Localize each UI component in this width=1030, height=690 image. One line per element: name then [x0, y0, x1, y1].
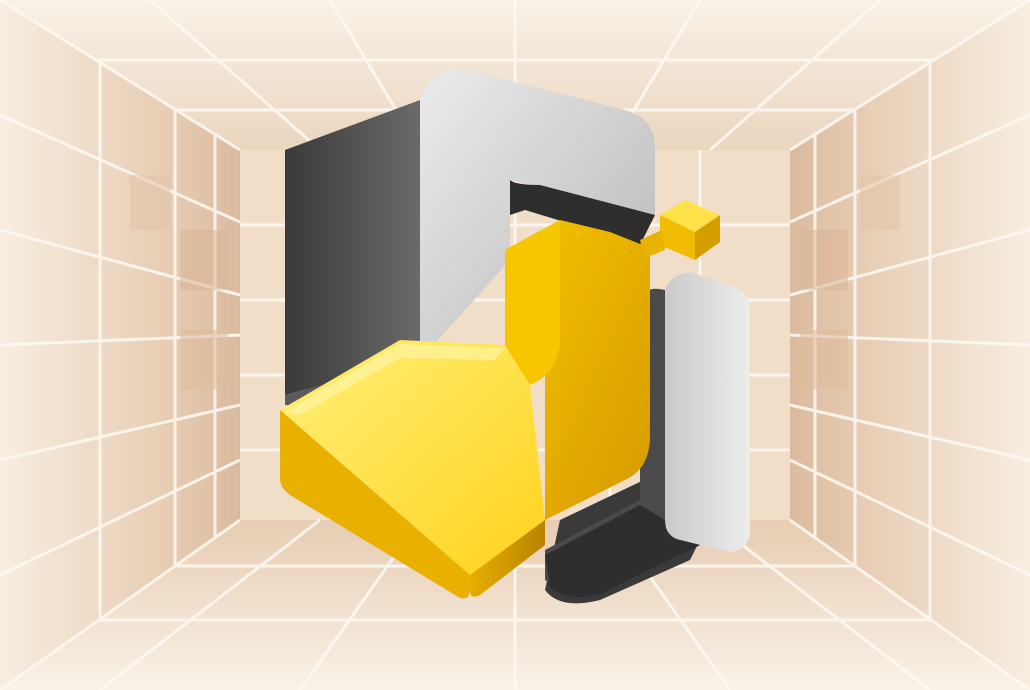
yellow-connector	[640, 230, 665, 258]
yellow-small-cube	[660, 200, 720, 260]
gray-right-block	[545, 272, 750, 604]
interlocking-blocks-logo	[280, 68, 750, 604]
yellow-j-block	[280, 220, 650, 599]
gray-c-block	[285, 68, 655, 410]
